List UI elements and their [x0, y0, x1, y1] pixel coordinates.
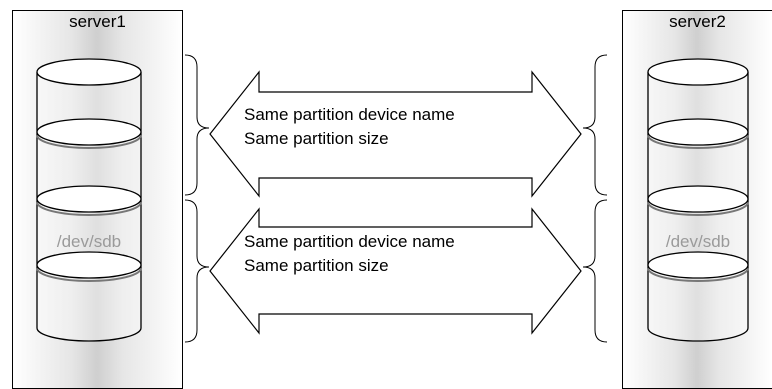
server2-disk [647, 58, 749, 342]
server1-disk [36, 58, 142, 342]
arrow-bottom [209, 207, 582, 335]
arrow-top [209, 70, 582, 198]
right-braces [582, 54, 608, 343]
arrow-top-line1: Same partition device name [244, 105, 455, 124]
server1-label: server1 [69, 12, 126, 31]
left-brace-bottom [184, 199, 210, 343]
arrow-top-text: Same partition device name Same partitio… [244, 103, 455, 151]
right-brace-bottom [582, 199, 608, 343]
server2-device-label: /dev/sdb [665, 232, 731, 251]
left-braces [184, 54, 210, 343]
server1-device-label: /dev/sdb [56, 232, 122, 251]
arrow-top-line2: Same partition size [244, 129, 389, 148]
server2-label: server2 [669, 12, 726, 31]
arrow-bottom-line2: Same partition size [244, 256, 389, 275]
right-brace-top [582, 54, 608, 196]
arrow-bottom-line1: Same partition device name [244, 232, 455, 251]
left-brace-top [184, 54, 210, 196]
arrow-bottom-text: Same partition device name Same partitio… [244, 230, 455, 278]
